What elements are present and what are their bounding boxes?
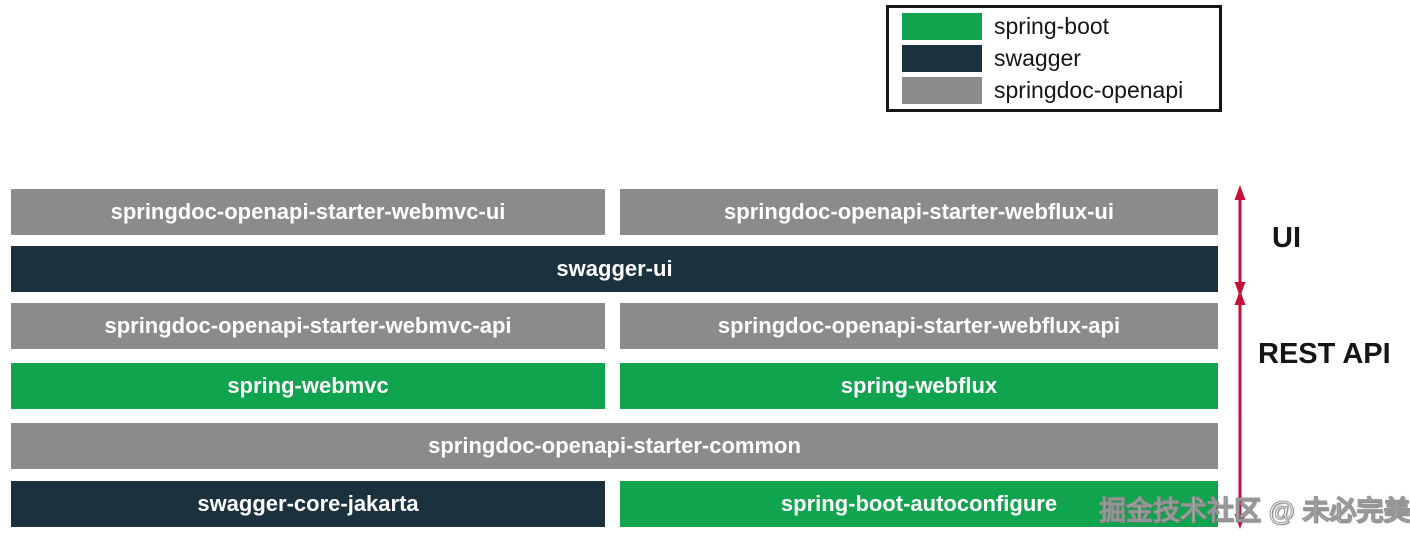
- legend-item-swagger: swagger: [889, 45, 1219, 73]
- watermark: 掘金技术社区 @ 未必完美: [1098, 496, 1410, 527]
- bar-springdoc-openapi-starter-webmvc-api: springdoc-openapi-starter-webmvc-api: [11, 303, 605, 349]
- section-label-ui: UI: [1272, 222, 1301, 254]
- bar-springdoc-openapi-starter-webmvc-ui: springdoc-openapi-starter-webmvc-ui: [11, 189, 605, 235]
- bar-swagger-ui: swagger-ui: [11, 246, 1218, 292]
- spring-boot-color-swatch: [902, 12, 982, 40]
- bar-springdoc-openapi-starter-common: springdoc-openapi-starter-common: [11, 423, 1218, 469]
- section-arrows: [1234, 185, 1246, 529]
- section-label-rest-api: REST API: [1258, 338, 1391, 370]
- legend-label: springdoc-openapi: [994, 77, 1184, 104]
- ui-arrow: [1234, 185, 1246, 297]
- legend-label: swagger: [994, 45, 1081, 71]
- rest-api-arrow: [1234, 290, 1246, 529]
- bar-springdoc-openapi-starter-webflux-ui: springdoc-openapi-starter-webflux-ui: [620, 189, 1218, 235]
- legend-label: spring-boot: [994, 12, 1110, 39]
- legend-item-springdoc-openapi: springdoc-openapi: [889, 77, 1219, 105]
- bar-spring-boot-autoconfigure: spring-boot-autoconfigure: [620, 481, 1218, 527]
- legend: spring-boot swagger springdoc-openapi: [886, 5, 1222, 112]
- swagger-color-swatch: [902, 45, 982, 72]
- bar-spring-webflux: spring-webflux: [620, 363, 1218, 409]
- springdoc-openapi-color-swatch: [902, 77, 982, 105]
- bar-springdoc-openapi-starter-webflux-api: springdoc-openapi-starter-webflux-api: [620, 303, 1218, 349]
- bar-swagger-core-jakarta: swagger-core-jakarta: [11, 481, 605, 527]
- bar-spring-webmvc: spring-webmvc: [11, 363, 605, 409]
- legend-item-spring-boot: spring-boot: [889, 12, 1219, 40]
